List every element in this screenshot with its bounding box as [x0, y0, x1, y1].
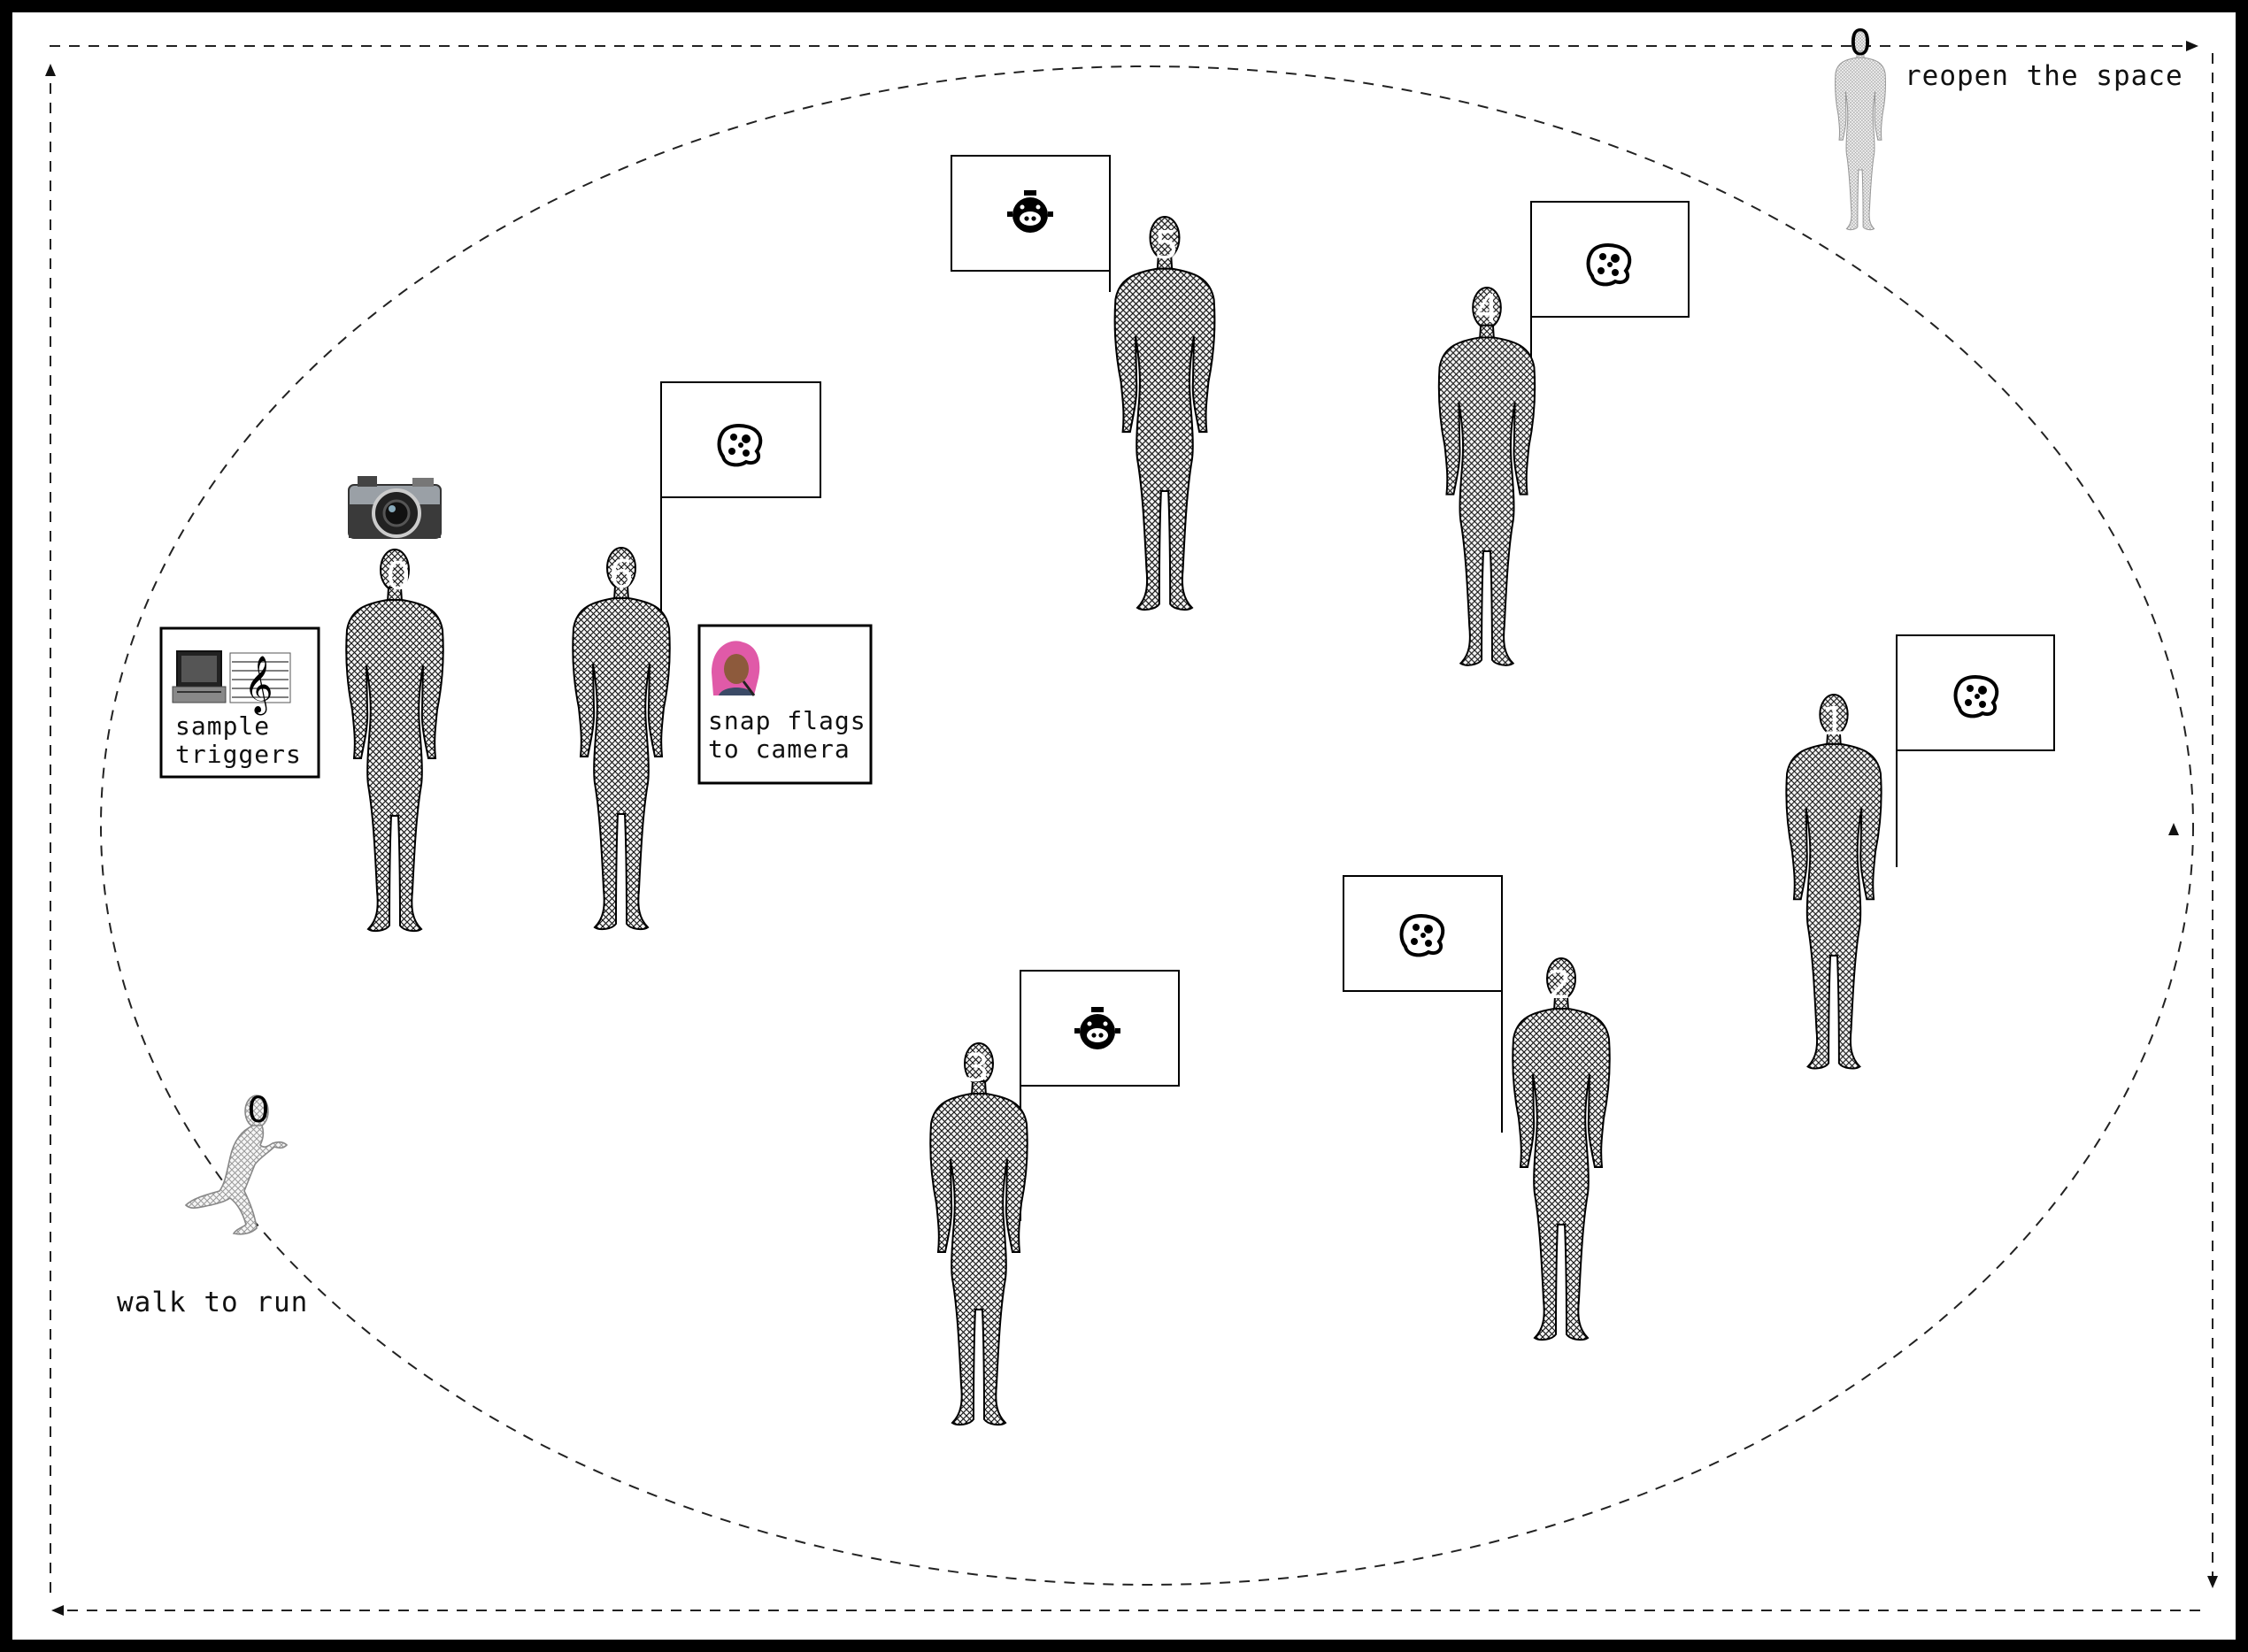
- blob-icon: [720, 426, 761, 465]
- reopen-label: reopen the space: [1905, 60, 2183, 92]
- walk-number: 0: [247, 1090, 269, 1131]
- performer-5-number: 5: [1154, 223, 1179, 268]
- sample-triggers-box[interactable]: 𝄞 sample triggers: [161, 628, 319, 777]
- blob-icon: [1402, 916, 1443, 955]
- performer-0-number: 0: [386, 554, 411, 599]
- performer-2-number: 2: [1547, 963, 1572, 1008]
- performer-6-number: 6: [609, 552, 634, 597]
- canvas-background: [12, 12, 2236, 1640]
- sample-triggers-line2: triggers: [175, 740, 302, 769]
- snap-flags-line2: to camera: [708, 734, 851, 764]
- camera-icon: [349, 476, 441, 538]
- snap-flags-line1: snap flags: [708, 706, 866, 735]
- sample-triggers-line1: sample: [175, 711, 270, 741]
- svg-text:𝄞: 𝄞: [243, 656, 273, 715]
- reopen-number: 0: [1849, 23, 1871, 64]
- performer-4-number: 4: [1474, 287, 1499, 332]
- snap-flags-box[interactable]: snap flags to camera: [699, 626, 871, 783]
- blob-icon: [1589, 245, 1630, 284]
- blob-icon: [1956, 677, 1998, 716]
- laptop-icon: [173, 651, 226, 703]
- walk-label: walk to run: [117, 1287, 308, 1318]
- performer-3-number: 3: [965, 1046, 989, 1091]
- performer-1-number: 1: [1821, 699, 1846, 744]
